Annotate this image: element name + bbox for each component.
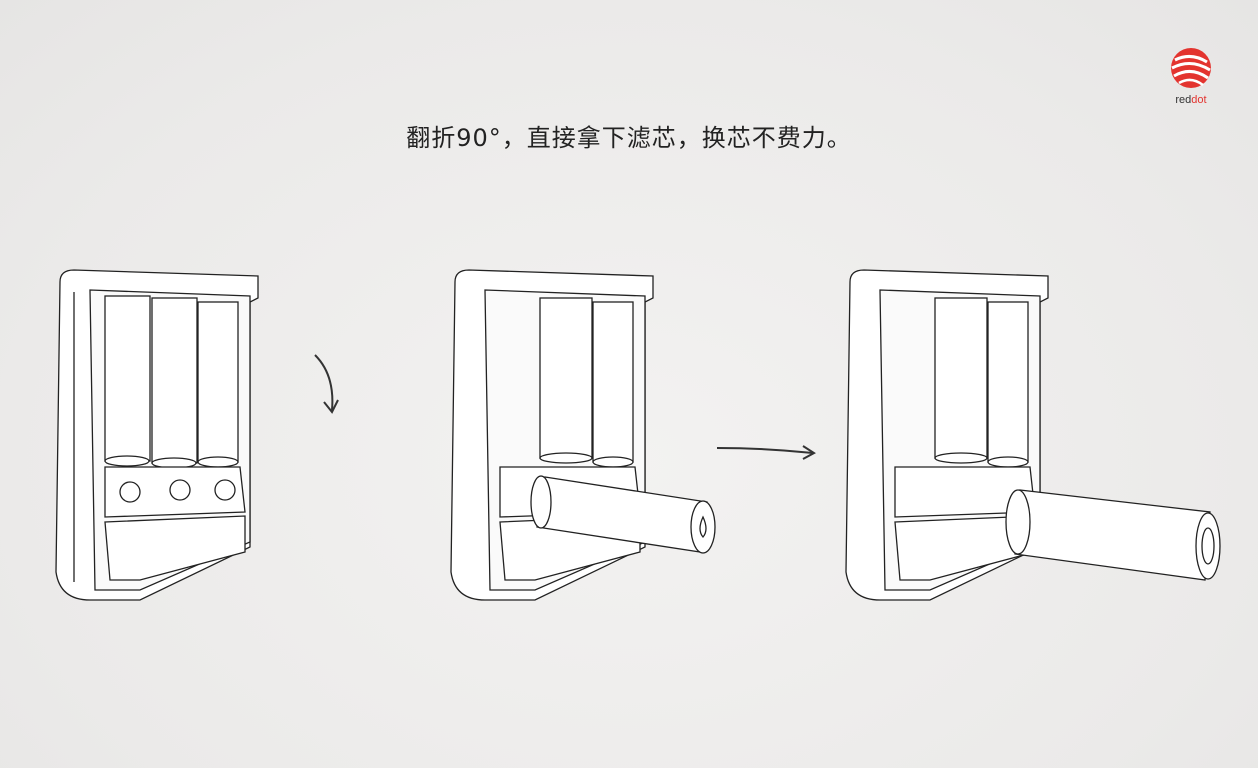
page-title: 翻折90°，直接拿下滤芯，换芯不费力。 <box>406 124 852 152</box>
purifier-closed-illustration <box>55 269 259 601</box>
logo-word-dot: dot <box>1191 94 1207 106</box>
reddot-sphere-icon <box>1171 48 1211 88</box>
purifier-flipped-illustration <box>450 269 716 601</box>
reddot-logo: reddot <box>1168 46 1214 106</box>
rotate-arrow-icon <box>314 354 339 414</box>
next-step-arrow-icon <box>716 445 816 460</box>
logo-word-red: red <box>1175 94 1192 106</box>
purifier-filter-removed-illustration <box>845 269 1221 601</box>
